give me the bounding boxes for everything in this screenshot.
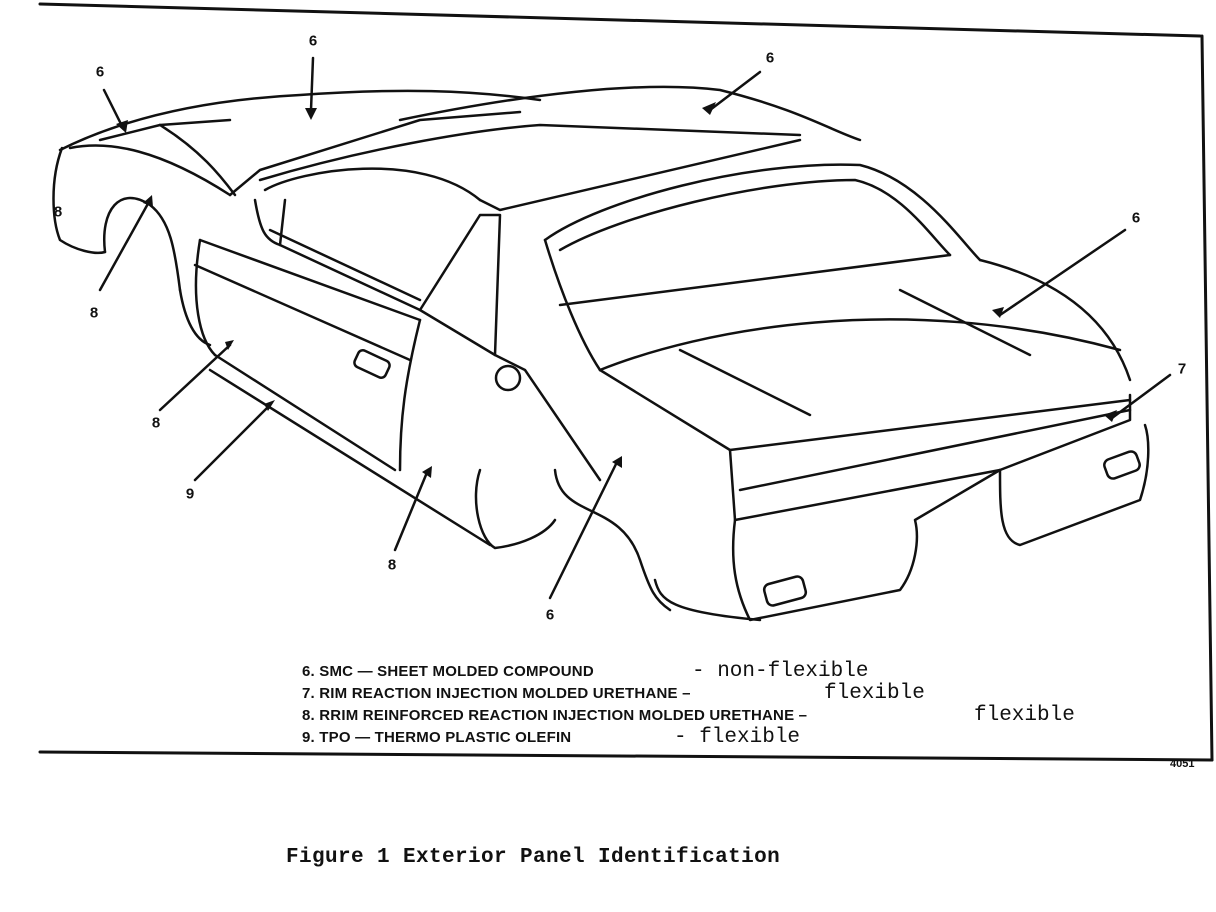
arrowhead <box>702 102 716 115</box>
callout-rocker-9: 9 <box>185 485 195 503</box>
arrowhead <box>225 340 234 350</box>
legend-printed-text: 8. RRIM REINFORCED REACTION INJECTION MO… <box>302 707 808 724</box>
leader-rocker-9 <box>193 403 272 482</box>
arrowhead <box>992 307 1004 318</box>
callout-deck-6: 6 <box>1131 209 1141 227</box>
callout-roof-right-6: 6 <box>765 49 775 67</box>
leader-roof-right-6 <box>708 70 762 112</box>
a-pillar <box>278 198 287 247</box>
door-crease <box>193 263 412 362</box>
left-bumper-slot <box>762 575 808 607</box>
arrowhead <box>1104 410 1117 422</box>
front-fender-front <box>52 146 107 255</box>
door-rear-edge <box>398 318 422 472</box>
rocker-lower <box>208 368 492 547</box>
leader-hood-6 <box>102 88 125 130</box>
door-front-edge <box>194 238 217 357</box>
callout-quarter-6: 6 <box>545 606 555 624</box>
side-window <box>418 213 502 357</box>
rear-window-inner <box>558 178 952 257</box>
arrowhead <box>116 120 128 133</box>
material-legend: 6. SMC — SHEET MOLDED COMPOUND - non-fle… <box>302 660 1162 749</box>
callout-hood-6: 6 <box>95 63 105 81</box>
windshield-top <box>263 167 482 202</box>
legend-row-rrim: 8. RRIM REINFORCED REACTION INJECTION MO… <box>302 704 1162 727</box>
leader-fender-8 <box>98 198 152 292</box>
callout-door-8: 8 <box>151 414 161 432</box>
leader-quarter-8 <box>393 468 430 552</box>
decklid-outline <box>598 368 1132 452</box>
taillamp-line <box>738 408 1132 492</box>
legend-row-smc: 6. SMC — SHEET MOLDED COMPOUND - non-fle… <box>302 660 1162 683</box>
roof-outline <box>398 85 862 142</box>
hood-side-line <box>158 123 237 197</box>
top-border-line <box>38 2 1202 38</box>
a-pillar-lower <box>253 198 422 312</box>
legend-row-tpo: 9. TPO — THERMO PLASTIC OLEFIN - flexibl… <box>302 726 1162 749</box>
figure-number: 4051 <box>1170 758 1195 770</box>
decklid-front-edge <box>598 318 1122 372</box>
rear-wheel-arch <box>553 468 672 612</box>
callout-roof-6: 6 <box>308 32 318 50</box>
deck-front <box>558 253 952 307</box>
arrowhead <box>422 466 432 478</box>
rear-wheel-arch-front <box>474 468 557 550</box>
door-top <box>198 238 422 322</box>
legend-typed-note: flexible <box>974 704 1075 727</box>
leader-quarter-6 <box>548 458 620 600</box>
figure-caption: Figure 1 Exterior Panel Identification <box>286 846 781 869</box>
legend-typed-note: flexible <box>824 682 925 705</box>
legend-typed-note: - flexible <box>674 726 801 749</box>
c-pillar <box>543 238 602 372</box>
tail-panel <box>728 393 1132 522</box>
front-fender-lower <box>178 288 212 347</box>
lower-valance <box>653 578 762 622</box>
fender-crease <box>68 144 232 197</box>
callout-bumper-7: 7 <box>1177 360 1187 378</box>
rocker-upper <box>213 353 397 472</box>
arrowhead <box>305 108 317 120</box>
right-bumper-slot <box>1103 450 1141 480</box>
rear-quarter-top <box>978 258 1132 382</box>
leader-deck-6 <box>998 228 1127 317</box>
roof-rail <box>258 123 802 182</box>
legend-printed-text: 7. RIM REACTION INJECTION MOLDED URETHAN… <box>302 685 691 702</box>
arrowhead <box>143 195 153 207</box>
callout-fender-8: 8 <box>89 304 99 322</box>
decklid-left-crease <box>678 348 812 417</box>
bottom-border-line <box>38 750 1214 762</box>
callout-front-8: 8 <box>53 203 63 221</box>
rear-bumper-left <box>731 468 1002 622</box>
legend-printed-text: 6. SMC — SHEET MOLDED COMPOUND <box>302 663 594 680</box>
leader-bumper-7 <box>1110 373 1172 420</box>
rear-quarter-line <box>493 353 602 482</box>
legend-printed-text: 9. TPO — THERMO PLASTIC OLEFIN <box>302 729 572 746</box>
hood-top-line <box>58 89 542 152</box>
door-handle <box>353 349 391 379</box>
belt-line <box>268 228 422 302</box>
fuel-door <box>494 364 522 392</box>
rear-window-outline <box>543 163 982 262</box>
roof-rear-edge <box>478 138 802 212</box>
arrowhead <box>264 400 275 411</box>
legend-typed-note: - non-flexible <box>692 660 869 683</box>
rear-bumper-right <box>998 423 1150 547</box>
arrowhead <box>612 456 622 468</box>
leader-door-8 <box>158 343 232 412</box>
legend-row-rim: 7. RIM REACTION INJECTION MOLDED URETHAN… <box>302 682 1162 705</box>
callout-quarter-8: 8 <box>387 556 397 574</box>
right-border-line <box>1200 34 1214 762</box>
cowl-line <box>228 110 522 197</box>
leader-roof-6 <box>309 56 315 112</box>
decklid-right-crease <box>898 288 1032 357</box>
